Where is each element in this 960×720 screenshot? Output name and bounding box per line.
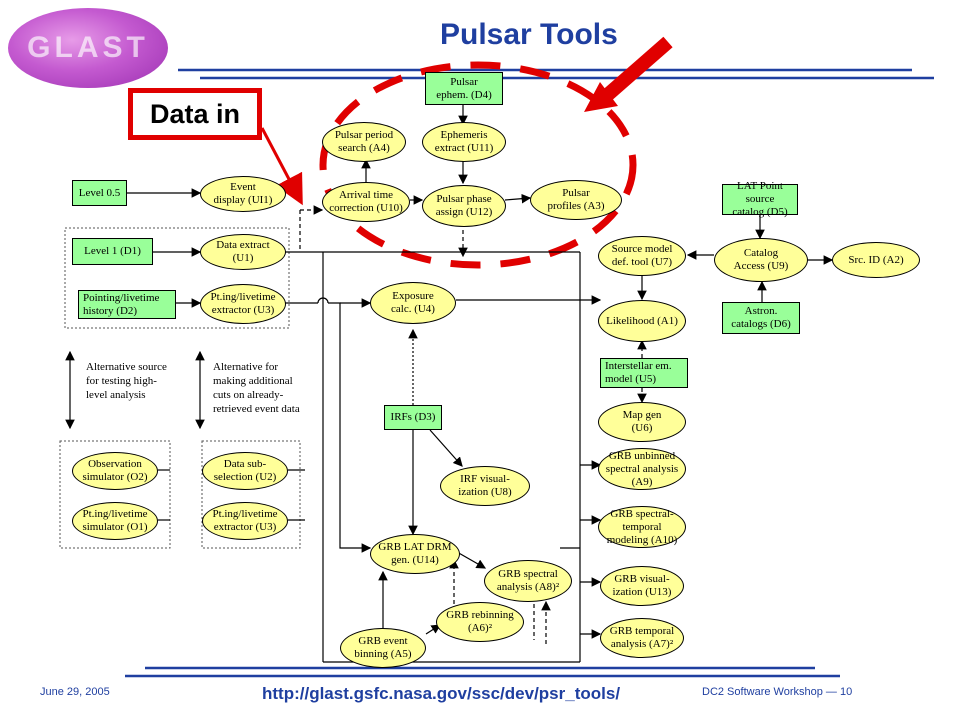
data-in-callout: Data in — [128, 88, 262, 140]
node-likelihood: Likelihood (A1) — [598, 300, 686, 342]
node-pulsar-profiles: Pulsar profiles (A3) — [530, 180, 622, 220]
logo-text: GLAST — [27, 31, 149, 64]
node-grb-spectral-analysis: GRB spectral analysis (A8)² — [484, 560, 572, 602]
node-ptg-extractor: Pt.ing/livetime extractor (U3) — [200, 284, 286, 324]
node-ptg-simulator: Pt.ing/livetime simulator (O1) — [72, 502, 158, 540]
glast-logo: GLAST — [8, 8, 168, 88]
node-grb-visualization: GRB visual- ization (U13) — [600, 566, 684, 606]
node-astron-catalogs: Astron. catalogs (D6) — [722, 302, 800, 334]
node-observation-simulator: Observation simulator (O2) — [72, 452, 158, 490]
page-title: Pulsar Tools — [440, 18, 618, 51]
footer-url[interactable]: http://glast.gsfc.nasa.gov/ssc/dev/psr_t… — [262, 684, 621, 703]
note-alt-cuts: Alternative for making additional cuts o… — [213, 361, 300, 415]
dashed-group-simulators — [59, 440, 171, 549]
node-map-gen: Map gen (U6) — [598, 402, 686, 442]
node-event-display: Event display (UI1) — [200, 176, 286, 212]
node-irf-visualization: IRF visual- ization (U8) — [440, 466, 530, 506]
red-arrow-top-right — [584, 36, 673, 112]
node-pulsar-ephem: Pulsar ephem. (D4) — [425, 72, 503, 105]
node-grb-event-binning: GRB event binning (A5) — [340, 628, 426, 668]
node-catalog-access: Catalog Access (U9) — [714, 238, 808, 282]
footer-date: June 29, 2005 — [40, 686, 110, 698]
node-grb-rebinning: GRB rebinning (A6)² — [436, 602, 524, 642]
node-pointing-history: Pointing/livetime history (D2) — [78, 290, 176, 319]
node-interstellar-em: Interstellar em. model (U5) — [600, 358, 688, 388]
node-src-id: Src. ID (A2) — [832, 242, 920, 278]
note-alt-source: Alternative source for testing high- lev… — [86, 361, 167, 401]
node-exposure-calc: Exposure calc. (U4) — [370, 282, 456, 324]
dashed-group-subselection — [201, 440, 301, 549]
node-ptg-extractor-2: Pt.ing/livetime extractor (U3) — [202, 502, 288, 540]
node-level-05: Level 0.5 — [72, 180, 127, 206]
footer-workshop: DC2 Software Workshop — 10 — [702, 686, 853, 698]
highlight-ellipse — [319, 61, 637, 269]
node-level-1: Level 1 (D1) — [72, 238, 153, 265]
dashed-group-level1 — [64, 227, 290, 329]
node-grb-spectral-temporal: GRB spectral-temporal modeling (A10) — [598, 506, 686, 548]
node-grb-temporal-analysis: GRB temporal analysis (A7)² — [600, 618, 684, 658]
node-arrival-time-correction: Arrival time correction (U10) — [322, 182, 410, 222]
node-grb-lat-drm: GRB LAT DRM gen. (U14) — [370, 534, 460, 574]
node-data-subselection: Data sub- selection (U2) — [202, 452, 288, 490]
node-data-extract: Data extract (U1) — [200, 234, 286, 270]
node-irfs: IRFs (D3) — [384, 405, 442, 430]
node-source-model-def: Source model def. tool (U7) — [598, 236, 686, 276]
red-arrow-datain — [260, 127, 303, 206]
footer-rules — [125, 666, 840, 678]
node-pulsar-phase-assign: Pulsar phase assign (U12) — [422, 185, 506, 227]
header-rules — [178, 68, 934, 80]
node-grb-unbinned: GRB unbinned spectral analysis (A9) — [598, 448, 686, 490]
node-pulsar-period-search: Pulsar period search (A4) — [322, 122, 406, 162]
node-lat-point-source-catalog: LAT Point source catalog (D5) — [722, 180, 798, 218]
node-ephemeris-extract: Ephemeris extract (U11) — [422, 122, 506, 162]
